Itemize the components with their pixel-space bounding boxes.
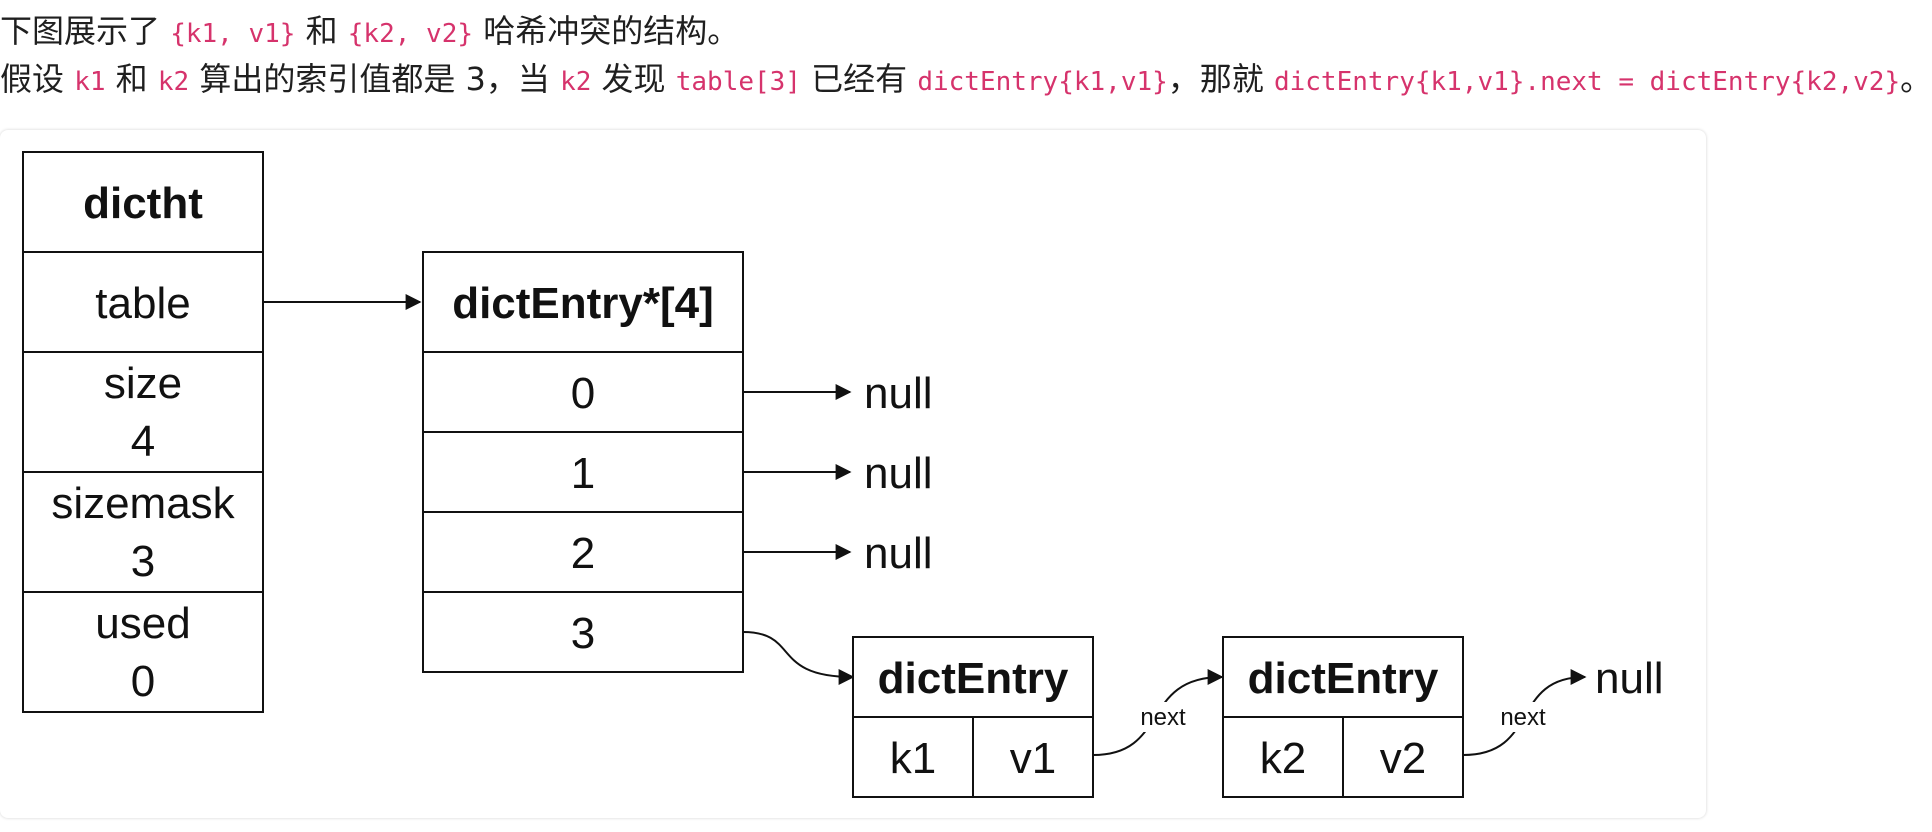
sizemask-field-value: 3 bbox=[131, 537, 155, 586]
dict-entry-value: v2 bbox=[1380, 734, 1426, 783]
table-array: dictEntry*[4] 0 1 2 3 bbox=[422, 251, 744, 673]
intro-text: 和 bbox=[305, 12, 338, 50]
dict-entry-key-cell bbox=[852, 716, 974, 798]
inline-code: table[3] bbox=[675, 67, 801, 97]
dictht-struct: dictht table size 4 sizemask 3 used 0 bbox=[22, 151, 264, 713]
dict-entry-key-cell bbox=[1222, 716, 1344, 798]
null-label: null bbox=[864, 449, 933, 498]
intro-text: 下图展示了 bbox=[0, 12, 161, 50]
size-field-label: size bbox=[104, 359, 182, 408]
intro-text: 算出的索引值都是 3，当 bbox=[199, 60, 550, 98]
table-slot-index: 1 bbox=[571, 449, 595, 498]
dict-entry-k2: dictEntry k2 v2 bbox=[1222, 636, 1464, 798]
hash-collision-diagram: dictht table size 4 sizemask 3 used 0 di… bbox=[22, 151, 1664, 798]
table-array-title: dictEntry*[4] bbox=[452, 279, 714, 328]
dictht-used-field bbox=[22, 591, 264, 713]
dict-entry-title-cell bbox=[1222, 636, 1464, 718]
intro-text: 。 bbox=[1900, 60, 1932, 98]
used-field-label: used bbox=[95, 599, 190, 648]
next-label: next bbox=[1140, 704, 1186, 731]
intro-text: 哈希冲突的结构。 bbox=[483, 12, 740, 50]
sizemask-field-label: sizemask bbox=[51, 479, 235, 528]
intro-line-1: 下图展示了 {k1, v1} 和 {k2, v2} 哈希冲突的结构。 bbox=[0, 9, 739, 56]
dict-entry-k1: dictEntry k1 v1 bbox=[852, 636, 1094, 798]
intro-text: 假设 bbox=[0, 60, 65, 98]
inline-code: {k1, v1} bbox=[170, 19, 296, 49]
intro-text: 已经有 bbox=[811, 60, 908, 98]
null-label: null bbox=[1595, 654, 1664, 703]
size-field-value: 4 bbox=[131, 417, 155, 466]
dictht-sizemask-field bbox=[22, 471, 264, 593]
next-label-bg bbox=[1132, 702, 1194, 732]
slot-3-pointer-arrow bbox=[742, 631, 855, 685]
table-slot bbox=[422, 511, 744, 593]
intro-text: ，那就 bbox=[1167, 60, 1264, 98]
table-slot-index: 2 bbox=[571, 529, 595, 578]
null-label: null bbox=[864, 369, 933, 418]
inline-code: k2 bbox=[157, 67, 190, 97]
dict-entry-value-cell bbox=[972, 716, 1094, 798]
table-slot-index: 3 bbox=[571, 609, 595, 658]
dict-entry-value-cell bbox=[1342, 716, 1464, 798]
used-field-value: 0 bbox=[131, 657, 155, 706]
diagram-card: dictht table size 4 sizemask 3 used 0 di… bbox=[0, 130, 1706, 818]
table-slot-index: 0 bbox=[571, 369, 595, 418]
table-slot bbox=[422, 591, 744, 673]
inline-code: dictEntry{k1,v1}.next = dictEntry{k2,v2} bbox=[1273, 67, 1901, 97]
inline-code: k2 bbox=[560, 67, 592, 97]
dict-entry-value: v1 bbox=[1010, 734, 1056, 783]
dictht-title: dictht bbox=[83, 179, 203, 228]
inline-code: {k2, v2} bbox=[347, 19, 474, 49]
intro-text: 和 bbox=[115, 60, 148, 98]
dict-entry-title: dictEntry bbox=[878, 654, 1069, 703]
next-label-bg bbox=[1492, 702, 1554, 732]
dictht-table-field bbox=[22, 251, 264, 353]
intro-text: 发现 bbox=[601, 60, 666, 98]
table-field-label: table bbox=[95, 279, 190, 328]
table-array-title-cell bbox=[422, 251, 744, 353]
inline-code: k1 bbox=[74, 67, 106, 97]
dict-entry-title-cell bbox=[852, 636, 1094, 718]
dict-entry-key: k2 bbox=[1260, 734, 1306, 783]
inline-code: dictEntry{k1,v1} bbox=[917, 67, 1168, 97]
dictht-title-cell bbox=[22, 151, 264, 253]
null-label: null bbox=[864, 529, 933, 578]
dict-entry-title: dictEntry bbox=[1248, 654, 1439, 703]
intro-line-2: 假设 k1 和 k2 算出的索引值都是 3，当 k2 发现 table[3] 已… bbox=[0, 57, 1932, 104]
next-label: next bbox=[1500, 704, 1546, 731]
dictht-size-field bbox=[22, 351, 264, 473]
dict-entry-key: k1 bbox=[890, 734, 936, 783]
